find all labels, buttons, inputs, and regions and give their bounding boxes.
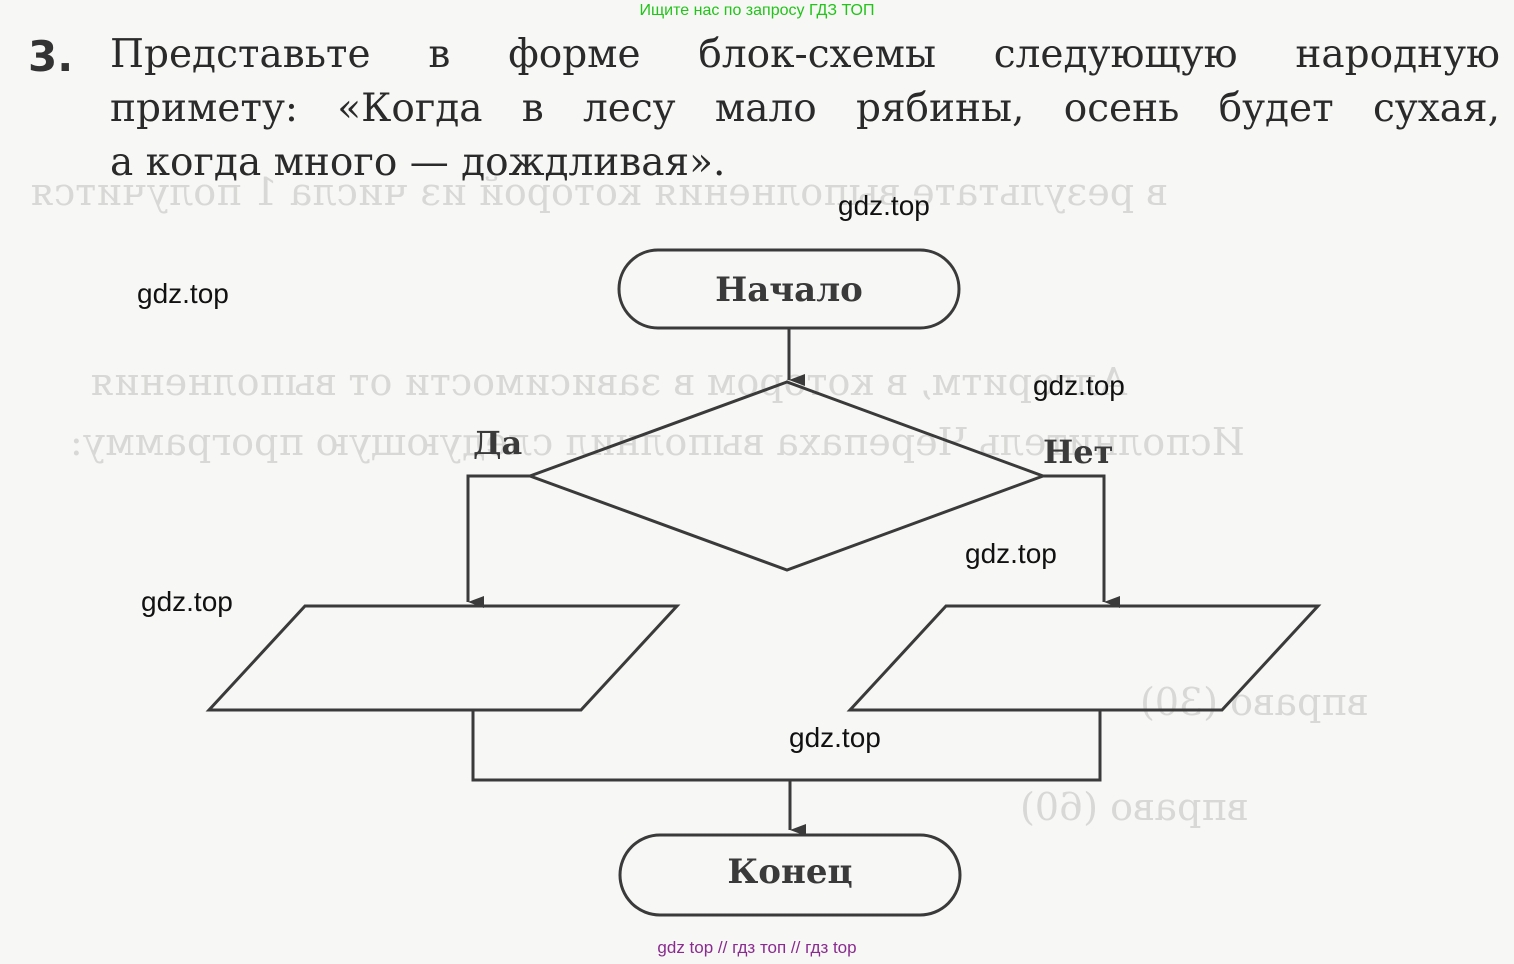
- yes-label: Да: [473, 424, 523, 462]
- no-label: Нет: [1043, 433, 1114, 471]
- task-text-line-3: а когда много — дождливая».: [110, 140, 726, 185]
- end-label: Конец: [727, 852, 853, 892]
- watermark: gdz.top: [141, 586, 233, 617]
- task-text-line-2: примету: «Когда в лесу мало рябины, осен…: [110, 86, 1500, 131]
- top-banner[interactable]: Ищите нас по запросу ГДЗ ТОП: [639, 2, 875, 19]
- task-number: 3.: [28, 32, 74, 81]
- watermark: gdz.top: [838, 190, 930, 221]
- end-terminator: [618, 833, 962, 917]
- yes-output-parallelogram: [205, 604, 681, 712]
- no-branch-line: [1043, 474, 1120, 608]
- merge-line: [471, 710, 1102, 782]
- yes-branch-line: [466, 474, 530, 608]
- start-label: Начало: [715, 270, 863, 310]
- watermark: gdz.top: [789, 722, 881, 753]
- task-text-line-1: Представьте в форме блок-схемы следующую…: [110, 32, 1500, 77]
- watermark: gdz.top: [137, 278, 229, 309]
- watermark: gdz.top: [1033, 370, 1125, 401]
- watermark: gdz.top: [965, 538, 1057, 569]
- footer-banner[interactable]: gdz top // гдз топ // гдз top: [657, 938, 857, 957]
- decision-diamond: [525, 380, 1048, 572]
- no-output-parallelogram: [846, 604, 1322, 712]
